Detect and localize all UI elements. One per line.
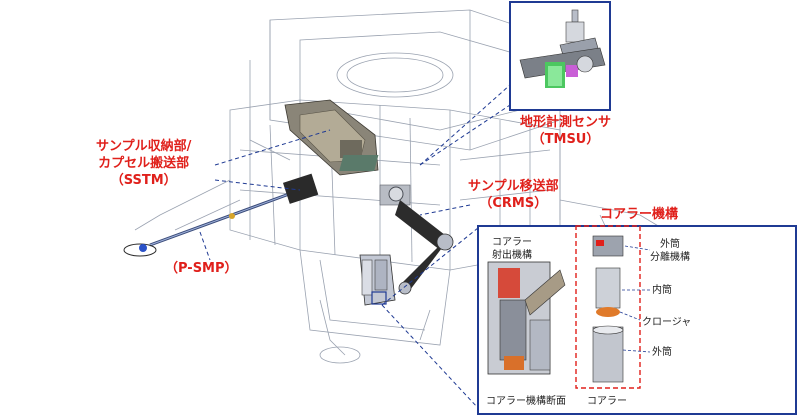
tmsu-inset-figure — [509, 1, 611, 111]
outer-tube-label: 外筒 — [652, 347, 672, 358]
ejector-label: コアラー 射出機構 — [492, 236, 532, 262]
tmsu-mount — [339, 155, 411, 206]
sstm-label-line-2: カプセル搬送部 — [98, 156, 190, 171]
closure-label: クロージャ — [642, 317, 692, 328]
psmp-mechanism — [123, 173, 319, 257]
tmsu-label: 地形計測センサ （TMSU） — [520, 114, 611, 148]
ejector-label-line-2: 射出機構 — [492, 250, 532, 261]
psmp-label: （P-SMP） — [165, 260, 238, 277]
outer-separation-line-2: 分離機構 — [650, 252, 690, 263]
outer-separation-label: 外筒 分離機構 — [650, 238, 690, 264]
crms-label: サンプル移送部 （CRMS） — [468, 178, 559, 212]
corer-caption: コアラー — [587, 396, 627, 407]
outer-separation-line-1: 外筒 — [660, 239, 680, 250]
sstm-label-line-1: サンプル収納部/ — [96, 139, 192, 154]
crms-arm — [359, 200, 454, 306]
tmsu-label-line-2: （TMSU） — [531, 132, 600, 147]
corer-inset-figure — [477, 225, 797, 415]
crms-label-line-1: サンプル移送部 — [468, 179, 559, 194]
tmsu-label-line-1: 地形計測センサ — [520, 115, 612, 130]
leader-lines — [199, 84, 511, 409]
crms-label-line-2: （CRMS） — [479, 196, 548, 211]
corer-title: コアラー機構 — [600, 206, 678, 223]
sstm-label-line-3: （SSTM） — [110, 173, 177, 188]
sstm-label: サンプル収納部/ カプセル搬送部 （SSTM） — [96, 138, 191, 189]
psmp-label-text: （P-SMP） — [165, 261, 238, 276]
inner-tube-label: 内筒 — [652, 285, 672, 296]
corer-title-text: コアラー機構 — [600, 207, 679, 222]
ejector-label-line-1: コアラー — [492, 237, 532, 248]
section-caption: コアラー機構断面 — [486, 396, 566, 407]
